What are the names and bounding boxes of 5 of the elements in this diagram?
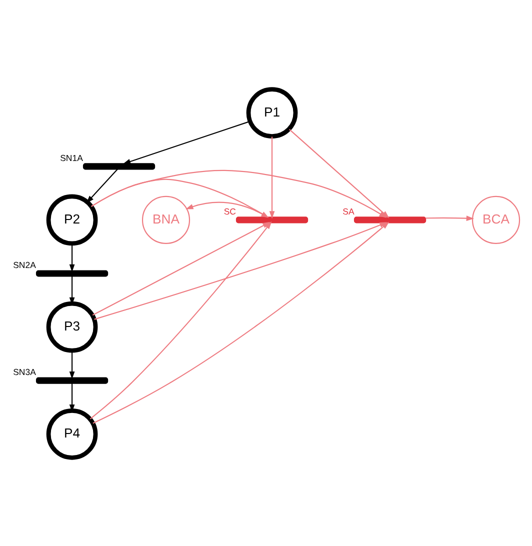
- node-label: SN2A: [13, 259, 36, 270]
- node-label: SN1A: [60, 152, 83, 162]
- node-label: SA: [342, 206, 354, 216]
- node-label: SN3A: [13, 366, 36, 377]
- node-label: SC: [224, 206, 236, 216]
